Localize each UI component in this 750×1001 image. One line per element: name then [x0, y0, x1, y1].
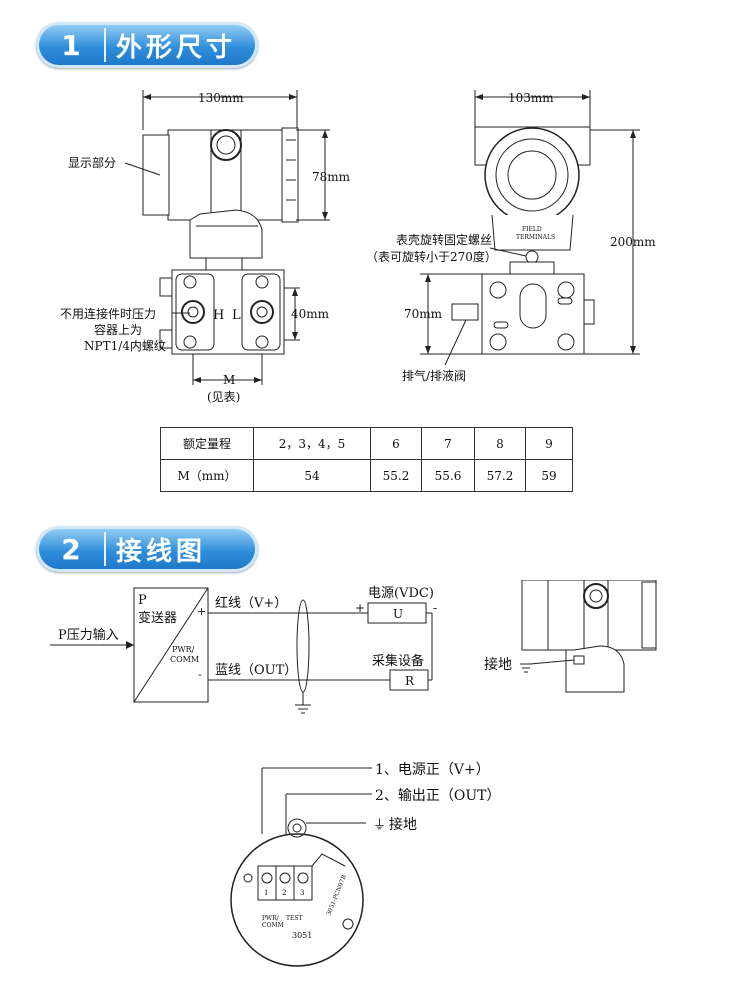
section-number: 1 [61, 28, 81, 62]
label-h: H [213, 308, 224, 323]
power-source-label: 电源(VDC) [368, 586, 434, 601]
comm-label: COMM [170, 655, 199, 664]
dim-78: 78mm [312, 170, 351, 184]
label-l: L [232, 308, 241, 323]
terminal-item-2: 2、输出正（OUT） [375, 788, 501, 804]
red-line-label: 红线（V+） [215, 595, 287, 611]
dim-200: 200mm [610, 235, 656, 249]
table-cell: 2，3，4，5 [253, 427, 371, 460]
dim-m: M [223, 373, 235, 387]
section-title: 接线图 [116, 536, 207, 567]
table-cell: M（mm） [160, 459, 254, 492]
blue-line-label: 蓝线（OUT） [215, 663, 297, 678]
table-cell: 54 [253, 459, 371, 492]
range-table: 额定量程 2，3，4，5 6 7 8 9 M（mm） 54 55.2 55.6 … [160, 427, 573, 492]
table-cell: 55.2 [370, 459, 422, 492]
table-cell: 7 [421, 427, 475, 460]
terminal-item-1: 1、电源正（V+） [375, 762, 490, 778]
p-label: P [138, 593, 147, 608]
ground-icon: ⏚ [373, 818, 386, 833]
label-no-connector-1: 不用连接件时压力 [60, 306, 156, 321]
table-cell: 57.2 [474, 459, 526, 492]
terminal-2: 2 [282, 889, 286, 897]
label-display: 显示部分 [68, 155, 116, 170]
ground-label: 接地 [484, 656, 512, 673]
dim-130: 130mm [198, 91, 244, 105]
collector-label: 采集设备 [372, 653, 424, 669]
r-label: R [405, 674, 415, 688]
section-header-1: 1 外形尺寸 [36, 22, 258, 68]
terminal-item-3: 接地 [389, 816, 417, 833]
comm-label: COMM [262, 922, 284, 929]
label-no-connector-2: 容器上为 [94, 322, 142, 337]
model-label: 3051 [292, 931, 312, 940]
dim-m-note: (见表) [207, 390, 240, 404]
label-field: FIELD [522, 226, 542, 233]
table-cell: 59 [525, 459, 573, 492]
wiring-diagram: P压力输入 P 变送器 + - PWR/ COMM 红线（V+） 蓝线（OUT）… [50, 580, 657, 967]
test-label: TEST [286, 915, 303, 922]
table-row: M（mm） 54 55.2 55.6 57.2 59 [160, 459, 573, 492]
dim-70: 70mm [404, 307, 443, 321]
minus-sign: - [433, 601, 437, 615]
table-cell: 6 [370, 427, 422, 460]
p-input-label: P压力输入 [58, 627, 119, 643]
section-title: 外形尺寸 [116, 32, 237, 63]
label-vent: 排气/排液阀 [402, 368, 466, 383]
minus-sign: - [198, 668, 202, 681]
table-cell: 55.6 [421, 459, 475, 492]
label-shell-2: （表可旋转小于270度） [366, 249, 497, 264]
transmitter-label: 变送器 [138, 610, 177, 626]
table-cell: 额定量程 [160, 427, 254, 460]
pwr-label: PWR/ [262, 915, 280, 922]
dimension-drawings: 130mm 103mm 78mm 200mm 40mm 70mm M (见表) … [60, 90, 656, 404]
dim-40: 40mm [291, 307, 330, 321]
table-cell: 8 [474, 427, 526, 460]
pwr-label: PWR/ [172, 645, 195, 654]
table-row: 额定量程 2，3，4，5 6 7 8 9 [160, 427, 573, 460]
u-label: U [393, 607, 403, 621]
terminal-1: 1 [264, 889, 268, 897]
label-shell-1: 表壳旋转固定螺丝 [396, 232, 492, 247]
label-terminals: TERMINALS [516, 234, 555, 241]
section-header-2: 2 接线图 [36, 526, 258, 572]
dim-103: 103mm [508, 91, 554, 105]
table-cell: 9 [525, 427, 573, 460]
section-number: 2 [61, 532, 81, 566]
header-divider [104, 28, 106, 62]
terminal-3: 3 [300, 889, 304, 897]
header-divider [104, 532, 106, 566]
label-no-connector-3: NPT1/4内螺纹 [84, 339, 166, 353]
plus-sign: + [355, 601, 365, 615]
plus-sign: + [197, 605, 206, 618]
